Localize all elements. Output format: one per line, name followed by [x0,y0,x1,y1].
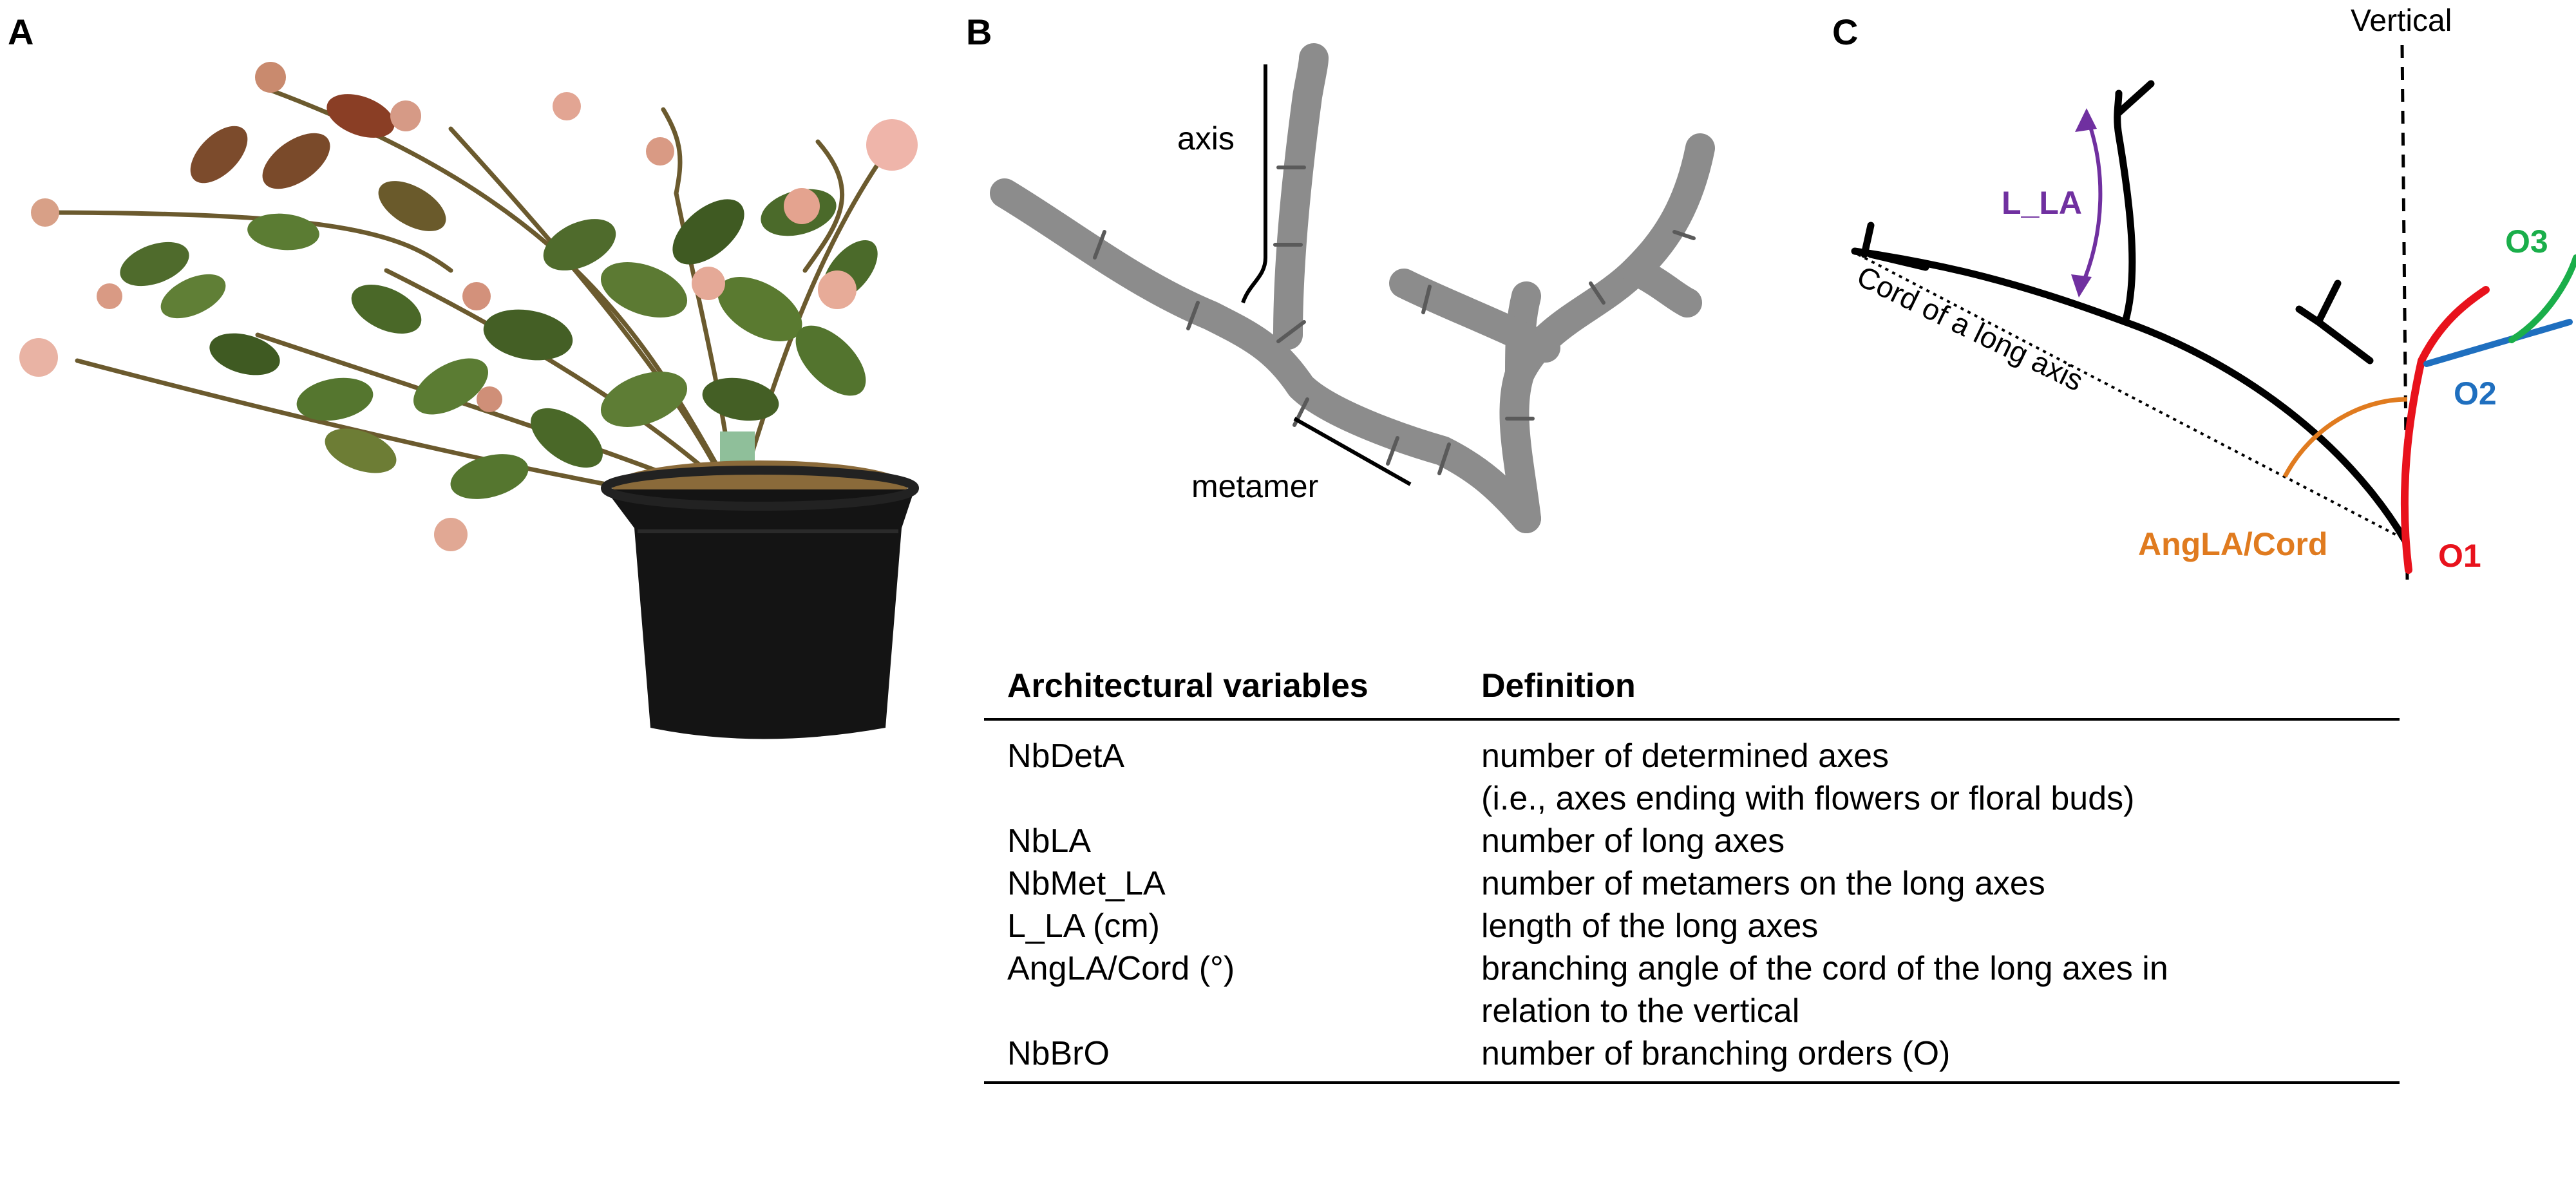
definition-cell: number of branching orders (O) [1481,1035,1951,1072]
table-row: (i.e., axes ending with flowers or flora… [984,777,2400,820]
variable-cell: NbBrO [1007,1035,1110,1072]
axis-tubes [990,43,1715,533]
angle-label: AngLA/Cord [2138,526,2327,562]
table-row: NbMet_LA number of metamers on the long a… [984,862,2400,905]
definition-cell: number of metamers on the long axes [1481,865,2045,902]
header-definition: Definition [1481,667,1636,705]
table-body: NbDetA number of determined axes (i.e., a… [984,721,2400,1084]
variable-cell: NbLA [1007,822,1092,860]
o1-axis [2400,286,2490,574]
definition-cell: branching angle of the cord of the long … [1481,950,2168,987]
l-la-arrowhead-top [2075,108,2097,132]
header-variables: Architectural variables [1007,667,1368,705]
angle-arc [2282,397,2408,478]
variable-cell: L_LA (cm) [1007,907,1160,945]
l-la-arrow [2078,115,2103,291]
table-row: L_LA (cm) length of the long axes [984,905,2400,947]
l-la-label: L_LA [2002,185,2082,221]
o2-axis [2423,319,2573,367]
panel-label-a: A [8,12,34,52]
axis-label: axis [1177,120,1235,156]
cord-dotted-line [1857,253,2406,541]
table-row: NbLA number of long axes [984,820,2400,862]
definition-cell: length of the long axes [1481,907,1819,945]
table-row: NbBrO number of branching orders (O) [984,1032,2400,1075]
o3-label: O3 [2505,223,2548,260]
cord-label: Cord of a long axis [1852,259,2089,397]
l-la-arrowhead-bottom [2071,274,2092,298]
vertical-dashed-line [2400,44,2409,580]
architectural-variables-table: Architectural variables Definition NbDet… [984,654,2400,1084]
plant-flowers [19,62,918,551]
panel-label-b: B [966,12,992,52]
variable-cell: AngLA/Cord (°) [1007,950,1235,987]
flower-pot [601,460,919,739]
tube-segment-rings [1093,166,1696,475]
o3-axis [2508,254,2576,343]
o1-label: O1 [2438,538,2481,574]
definition-cell: number of determined axes [1481,737,1889,775]
rose-plant-image [19,62,919,739]
axis-marker-line [1241,64,1267,304]
definition-cell: relation to the vertical [1481,992,1800,1030]
definition-cell: number of long axes [1481,822,1785,860]
metamer-label: metamer [1191,468,1318,504]
table-row: NbDetA number of determined axes [984,735,2400,777]
variable-cell: NbDetA [1007,737,1125,775]
metamer-marker-line [1293,417,1412,486]
panel-label-c: C [1832,12,1859,52]
o2-label: O2 [2454,375,2497,412]
vertical-label: Vertical [2351,4,2452,38]
variable-cell: NbMet_LA [1007,865,1166,902]
plant-leaves [120,94,878,499]
definition-cell: (i.e., axes ending with flowers or flora… [1481,780,2135,817]
table-row: relation to the vertical [984,990,2400,1032]
table-header-row: Architectural variables Definition [984,654,2400,721]
long-axis-branches [1851,80,2409,545]
table-row: AngLA/Cord (°) branching angle of the cor… [984,947,2400,990]
